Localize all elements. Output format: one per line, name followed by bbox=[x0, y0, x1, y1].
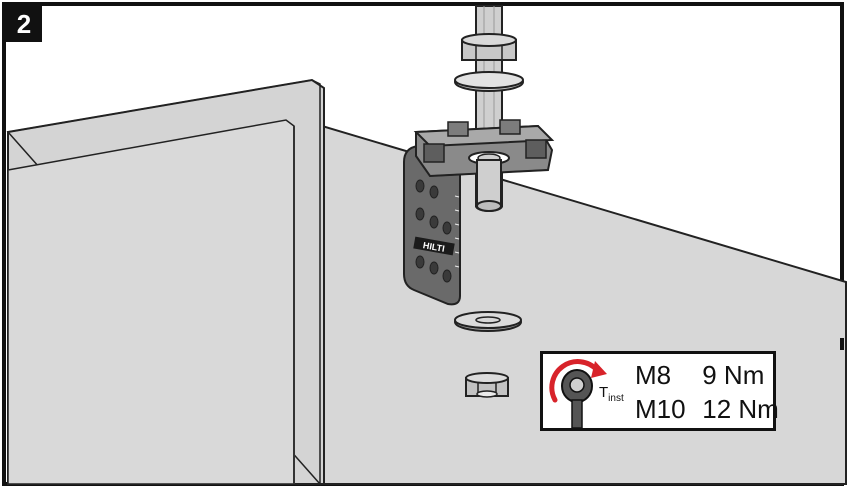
rod-size: M8 bbox=[635, 360, 672, 390]
right-edge-detail bbox=[840, 86, 844, 350]
top-washer bbox=[454, 71, 524, 92]
torque-symbol: Tinst bbox=[599, 384, 624, 404]
rod-size: M10 bbox=[635, 394, 686, 424]
channel-clamp bbox=[413, 119, 555, 178]
rotation-arrow-icon bbox=[549, 359, 600, 403]
bracket-scale-ticks bbox=[454, 195, 460, 268]
bracket-holes bbox=[415, 179, 452, 283]
top-hex-nut bbox=[461, 33, 517, 61]
torque-row: M10 12 Nm bbox=[635, 394, 779, 425]
torque-row: M8 9 Nm bbox=[635, 360, 764, 391]
step-number-badge: 2 bbox=[6, 6, 42, 42]
loose-hex-nut bbox=[465, 372, 509, 398]
torque-symbol-main: T bbox=[599, 384, 609, 401]
bracket-logo-plate bbox=[413, 236, 455, 256]
torque-value: 12 Nm bbox=[702, 394, 779, 424]
loose-washer bbox=[454, 311, 522, 332]
torque-symbol-sub: inst bbox=[608, 393, 624, 404]
wall-cabinet bbox=[6, 78, 325, 486]
torque-value: 9 Nm bbox=[702, 360, 765, 390]
threaded-rod-lower bbox=[476, 159, 502, 212]
torque-wrench-icon bbox=[549, 359, 607, 428]
torque-spec-box: Tinst M8 9 Nm M10 12 Nm bbox=[540, 351, 779, 431]
bracket-logo-text: HILTI bbox=[422, 240, 445, 254]
mounting-bracket: HILTI bbox=[403, 144, 461, 306]
